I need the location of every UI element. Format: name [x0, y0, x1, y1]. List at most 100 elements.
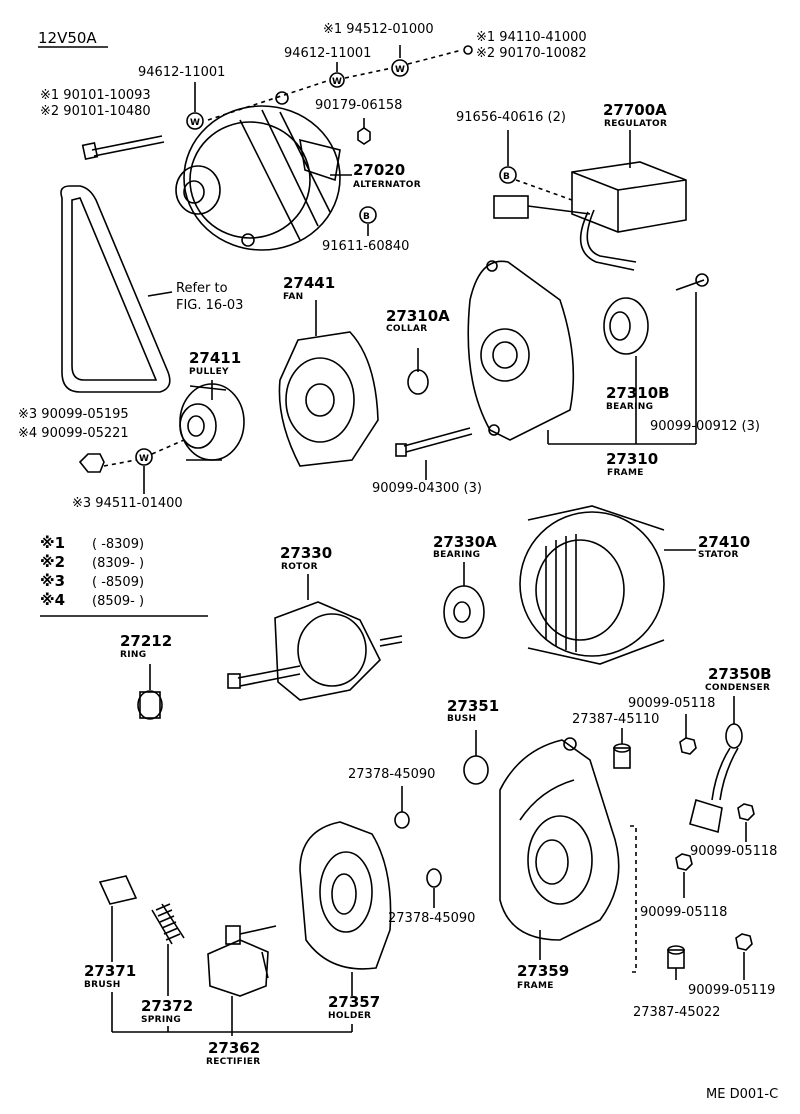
- label-27387-45110: 27387-45110: [572, 712, 660, 727]
- label-holder: HOLDER: [328, 1011, 372, 1021]
- frame-27310-part: [467, 260, 575, 441]
- label-27411: 27411: [189, 349, 242, 367]
- label-brush: BRUSH: [84, 980, 121, 990]
- nut-94110: [463, 45, 473, 55]
- footer-code: ME D001-C: [706, 1087, 779, 1102]
- label-bearing-27310b: BEARING: [606, 402, 654, 412]
- rotor-27330-part: [227, 601, 403, 701]
- legend-mark-1: ※1: [40, 534, 66, 552]
- w-marker-2: W: [332, 77, 342, 87]
- dashed-bracket: [630, 825, 637, 973]
- label-27359: 27359: [517, 962, 570, 980]
- label-27350b: 27350B: [708, 665, 772, 683]
- regulator-part: [493, 161, 687, 271]
- rectifier-27362-part: [207, 925, 277, 997]
- label-regulator: REGULATOR: [604, 119, 668, 129]
- label-90099-05118-c: 90099-05118: [640, 905, 728, 920]
- diagram-title: 12V50A: [38, 29, 97, 47]
- label-rotor: ROTOR: [281, 562, 318, 572]
- bolt-91611-marker: [359, 206, 377, 224]
- bush-27351: [463, 755, 489, 785]
- label-bush: BUSH: [447, 714, 477, 724]
- label-27700a: 27700A: [603, 101, 667, 119]
- brush-27371: [98, 875, 138, 905]
- label-90099-05118-a: 90099-05118: [628, 696, 716, 711]
- label-alternator: ALTERNATOR: [353, 180, 421, 190]
- nut-90099-05195: [78, 453, 105, 473]
- label-27387-45022: 27387-45022: [633, 1005, 721, 1020]
- nut-90099-05118-b: [737, 803, 755, 821]
- label-91656-40616: 91656-40616 (2): [456, 110, 566, 125]
- bearing-27330a: [443, 585, 485, 639]
- condenser-27350b-part: [689, 723, 743, 834]
- terminal-27387-45022: [667, 945, 685, 980]
- w-marker-1: W: [190, 118, 200, 128]
- label-collar: COLLAR: [386, 324, 428, 334]
- label-stator: STATOR: [698, 550, 739, 560]
- label-90099-05118-b: 90099-05118: [690, 844, 778, 859]
- label-27441: 27441: [283, 274, 336, 292]
- label-27310a: 27310A: [386, 307, 450, 325]
- label-90101-10093: ※1 90101-10093: [40, 88, 151, 103]
- label-frame-27310: FRAME: [607, 468, 644, 478]
- b-marker-2: B: [503, 172, 510, 182]
- label-frame-27359: FRAME: [517, 981, 554, 991]
- label-bearing-27330a: BEARING: [433, 550, 481, 560]
- washer-94612-a: [186, 112, 204, 130]
- label-27212: 27212: [120, 632, 173, 650]
- fan-27441-part: [278, 331, 379, 467]
- label-90101-10480: ※2 90101-10480: [40, 104, 151, 119]
- label-91611-60840: 91611-60840: [322, 239, 410, 254]
- label-94612-11001-a: 94612-11001: [138, 65, 226, 80]
- label-27362: 27362: [208, 1039, 261, 1057]
- label-90179-06158: 90179-06158: [315, 98, 403, 113]
- nut-90099-05119: [735, 933, 753, 951]
- bolt-90101: [81, 135, 165, 161]
- collar-27310a: [407, 369, 429, 395]
- w-marker-3: W: [395, 65, 405, 75]
- label-90170-10082: ※2 90170-10082: [476, 46, 587, 61]
- ring-27212: [137, 690, 163, 720]
- label-27310: 27310: [606, 450, 659, 468]
- label-94512-01000: ※1 94512-01000: [323, 22, 434, 37]
- screw-90099-00912: [675, 279, 705, 291]
- stator-27410-part: [519, 505, 665, 665]
- label-27351: 27351: [447, 697, 500, 715]
- label-spring: SPRING: [141, 1015, 182, 1025]
- label-27357: 27357: [328, 993, 381, 1011]
- w-marker-4: W: [139, 454, 149, 464]
- b-marker-1: B: [363, 212, 370, 222]
- nut-90099-05118-c: [675, 853, 693, 871]
- label-27310b: 27310B: [606, 384, 670, 402]
- terminal-27387-45110: [613, 743, 631, 769]
- nut-90179: [357, 127, 371, 145]
- label-fan: FAN: [283, 292, 304, 302]
- nut-90099-05118-a: [679, 737, 697, 755]
- label-94511-01400: ※3 94511-01400: [72, 496, 183, 511]
- label-90099-05221: ※4 90099-05221: [18, 426, 129, 441]
- alternator-assembly: [175, 91, 341, 251]
- collar-27378-45090-b: [426, 868, 442, 888]
- bearing-27310b: [603, 297, 649, 355]
- label-27372: 27372: [141, 997, 194, 1015]
- washer-94511: [135, 448, 153, 466]
- frame-27359-part: [499, 737, 620, 941]
- label-90099-00912: 90099-00912 (3): [650, 419, 760, 434]
- label-rectifier: RECTIFIER: [206, 1057, 261, 1067]
- label-pulley: PULLEY: [189, 367, 229, 377]
- bolt-90099-04300: [395, 427, 473, 457]
- legend-mark-2: ※2: [40, 553, 66, 571]
- legend-range-2: (8309- ): [92, 556, 145, 571]
- label-27371: 27371: [84, 962, 137, 980]
- label-27020: 27020: [353, 161, 406, 179]
- label-90099-05195: ※3 90099-05195: [18, 407, 129, 422]
- legend-range-1: ( -8309): [92, 537, 145, 552]
- spring-27372: [151, 903, 185, 945]
- label-condenser: CONDENSER: [705, 683, 771, 693]
- legend-mark-3: ※3: [40, 572, 66, 590]
- legend-range-4: (8509- ): [92, 594, 145, 609]
- screw-91656-marker: [499, 166, 517, 184]
- pulley-27411-part: [179, 383, 245, 461]
